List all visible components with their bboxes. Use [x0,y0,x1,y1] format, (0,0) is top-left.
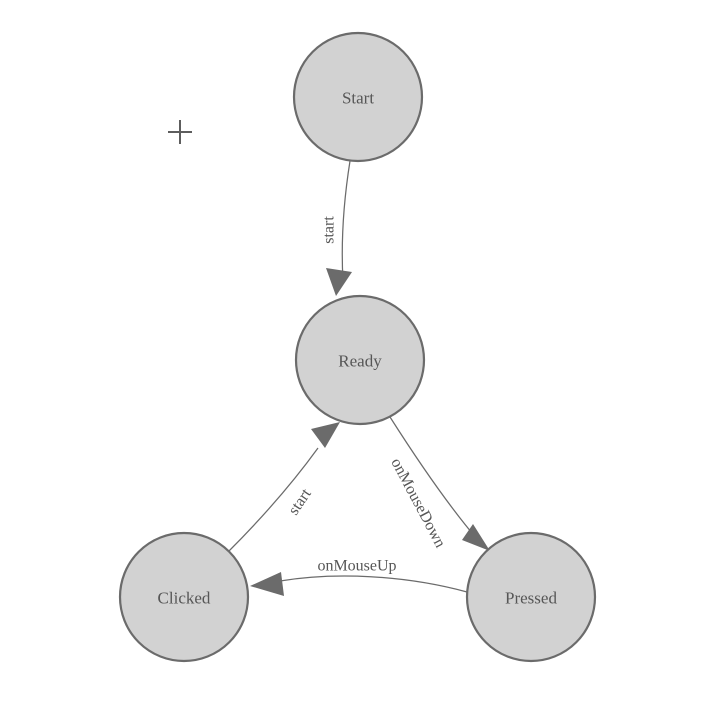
node-start[interactable]: Start [292,31,424,163]
edge-label-clicked-to-ready: start [285,485,315,518]
node-pressed[interactable]: Pressed [465,531,597,663]
edge-pressed-to-clicked-arrowhead [250,572,284,596]
edge-pressed-to-clicked-path [279,575,468,593]
edge-ready-to-pressed[interactable]: onMouseDown [387,416,490,551]
edge-ready-to-pressed-arrowhead [462,524,490,551]
node-pressed-circle[interactable] [465,531,597,663]
edge-start-to-ready[interactable]: start [321,160,353,296]
node-clicked[interactable]: Clicked [118,531,250,663]
edge-pressed-to-clicked[interactable]: onMouseUp [250,558,468,597]
edge-label-start-to-ready: start [321,216,338,244]
edge-clicked-to-ready[interactable]: start [227,422,340,553]
edge-clicked-to-ready-path [227,447,319,553]
node-clicked-label: Clicked [158,589,211,608]
node-clicked-circle[interactable] [118,531,250,663]
edge-ready-to-pressed-path [389,416,478,540]
node-pressed-label: Pressed [505,589,557,608]
node-ready[interactable]: Ready [294,294,426,426]
edge-label-pressed-to-clicked: onMouseUp [317,558,396,575]
edge-label-ready-to-pressed: onMouseDown [387,455,448,550]
node-start-label: Start [342,89,374,108]
node-ready-label: Ready [338,352,382,371]
crosshair-icon [168,120,192,144]
node-ready-circle[interactable] [294,294,426,426]
edge-start-to-ready-arrowhead [326,268,352,296]
edge-start-to-ready-path [341,160,351,282]
edge-clicked-to-ready-arrowhead [311,422,340,448]
node-start-circle[interactable] [292,31,424,163]
